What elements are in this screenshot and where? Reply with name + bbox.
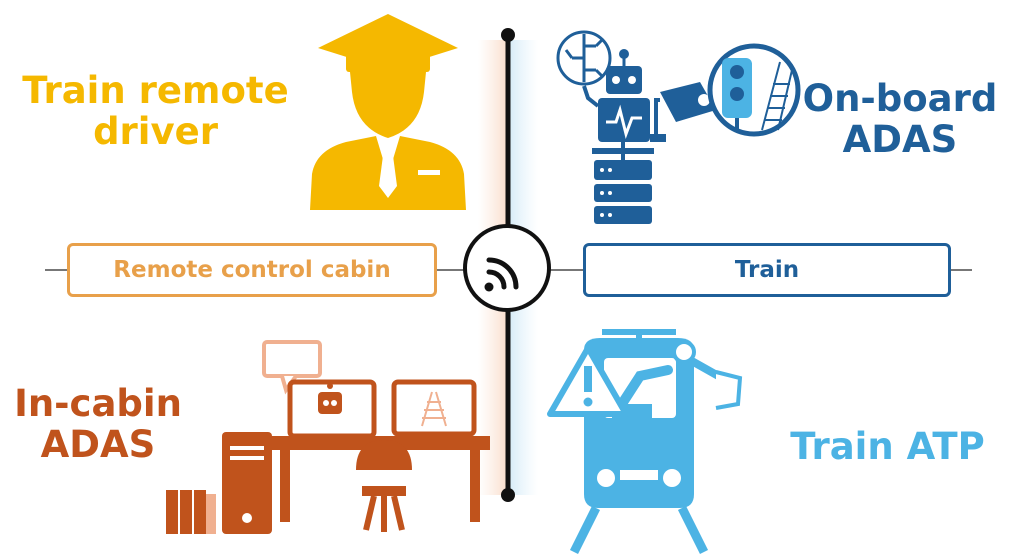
- on-board-adas-label: On-board ADAS: [802, 77, 998, 162]
- computer-desk-icon: [166, 340, 490, 534]
- train-box: Train: [583, 243, 951, 297]
- brain-circuit-icon: [556, 30, 612, 86]
- axis-top-dot: [501, 28, 515, 42]
- in-cabin-adas-label: In-cabin ADAS: [14, 382, 182, 467]
- train-remote-driver-label: Train remote driver: [22, 69, 289, 154]
- traffic-signal-icon: [707, 43, 801, 137]
- camera-icon: [650, 82, 716, 142]
- robot-icon: [582, 49, 650, 142]
- train-robot-icon: [569, 329, 743, 555]
- driver-icon: [310, 14, 466, 210]
- axis-bottom-dot: [501, 488, 515, 502]
- wifi-icon: [463, 224, 551, 312]
- server-icon: [592, 142, 654, 224]
- remote-control-cabin-box: Remote control cabin: [67, 243, 437, 297]
- warning-icon: [547, 345, 629, 417]
- train-atp-label: Train ATP: [790, 425, 985, 468]
